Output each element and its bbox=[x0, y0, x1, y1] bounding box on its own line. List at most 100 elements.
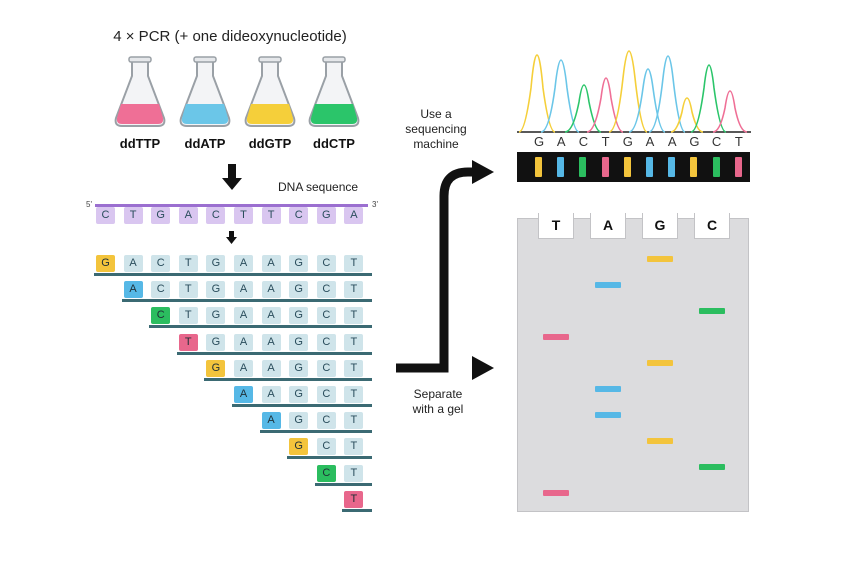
base-cell: G bbox=[206, 333, 226, 351]
process-arrows bbox=[396, 160, 494, 380]
base-cell: T bbox=[344, 490, 364, 508]
base-cell: A bbox=[234, 281, 253, 299]
base-cell: T bbox=[261, 207, 281, 224]
base-cell: C bbox=[316, 307, 336, 325]
gel-band bbox=[647, 438, 673, 444]
base-cell: A bbox=[123, 255, 143, 272]
flask-ddatp bbox=[173, 56, 237, 156]
flask-icon bbox=[179, 56, 231, 127]
flask-label-ddctp: ddCTP bbox=[313, 136, 355, 151]
chromatogram-letter: T bbox=[734, 134, 743, 149]
chromatogram-letter: T bbox=[601, 134, 610, 149]
base-cell: T bbox=[178, 333, 198, 351]
sequencing-text-line: Use a bbox=[420, 107, 452, 121]
base-cell: T bbox=[344, 438, 364, 456]
base-cell: A bbox=[234, 333, 253, 351]
base-cell: T bbox=[344, 412, 364, 430]
base-cell: G bbox=[289, 438, 309, 456]
base-cell: C bbox=[316, 281, 336, 299]
gel bbox=[517, 218, 749, 512]
base-cell: G bbox=[289, 412, 309, 430]
base-cell: G bbox=[206, 255, 226, 272]
base-cell: C bbox=[316, 412, 336, 430]
gel-band bbox=[595, 412, 621, 418]
gel-well-t: T bbox=[538, 213, 574, 239]
fragment-backbone bbox=[287, 456, 372, 460]
base-cell: C bbox=[316, 386, 336, 403]
chromatogram-letter: G bbox=[533, 134, 545, 149]
base-cell: G bbox=[96, 255, 115, 272]
base-cell: G bbox=[289, 333, 309, 351]
base-cell: G bbox=[289, 359, 309, 377]
gel-well-g: G bbox=[642, 213, 678, 239]
fragment-backbone bbox=[314, 482, 372, 486]
base-cell: C bbox=[316, 255, 336, 272]
flask-ddttp bbox=[108, 56, 172, 156]
base-cell: G bbox=[289, 386, 309, 403]
three-prime-label: 3' bbox=[372, 200, 378, 209]
sequencing-text-line: machine bbox=[413, 137, 459, 151]
base-cell: C bbox=[316, 359, 336, 377]
separate-gel-text: Separate with a gel bbox=[396, 387, 480, 417]
strip-mark bbox=[712, 157, 720, 177]
base-cell: A bbox=[261, 281, 281, 299]
base-cell: T bbox=[344, 307, 364, 325]
arrow-head-icon bbox=[472, 356, 494, 380]
base-cell: A bbox=[344, 207, 364, 224]
flask-label-ddgtp: ddGTP bbox=[248, 136, 292, 151]
base-cell: C bbox=[316, 333, 336, 351]
chromatogram-letter: A bbox=[667, 134, 677, 149]
fragment-backbone bbox=[149, 325, 372, 329]
strip-mark bbox=[690, 157, 698, 177]
base-cell: C bbox=[151, 307, 171, 325]
base-cell: T bbox=[178, 307, 198, 325]
base-cell: C bbox=[316, 438, 336, 456]
chromatogram-letter: C bbox=[711, 134, 722, 149]
sequencing-text-line: sequencing bbox=[405, 122, 467, 136]
base-cell: A bbox=[261, 255, 281, 272]
chromatogram bbox=[517, 50, 751, 133]
base-cell: T bbox=[344, 255, 364, 272]
fragment-backbone bbox=[176, 351, 372, 355]
strip-mark bbox=[646, 157, 653, 177]
base-cell: T bbox=[344, 386, 364, 403]
gel-band bbox=[699, 464, 725, 470]
base-cell: G bbox=[206, 359, 226, 377]
flask-ddgtp bbox=[238, 56, 302, 156]
base-cell: A bbox=[234, 359, 253, 377]
arrow-head-icon bbox=[472, 160, 494, 184]
chromatogram-letter: C bbox=[578, 134, 589, 149]
base-cell: T bbox=[344, 281, 364, 299]
base-cell: A bbox=[123, 281, 143, 299]
five-prime-label: 5' bbox=[86, 200, 92, 209]
fragment-backbone bbox=[204, 377, 372, 381]
base-cell: C bbox=[289, 207, 309, 224]
gel-well-a: A bbox=[590, 213, 626, 239]
strip-mark bbox=[623, 157, 631, 177]
fragment-backbone bbox=[259, 430, 372, 434]
chromatogram-letter: A bbox=[556, 134, 566, 149]
sequencing-machine-text: Use a sequencing machine bbox=[398, 107, 474, 152]
gel-text-line: with a gel bbox=[412, 402, 464, 416]
sequence-color-strip bbox=[517, 152, 750, 182]
base-cell: G bbox=[151, 207, 171, 224]
down-arrow-icon bbox=[222, 164, 242, 190]
chromatogram-letter: G bbox=[689, 134, 700, 149]
base-cell: A bbox=[261, 412, 281, 430]
strip-mark bbox=[535, 157, 542, 177]
base-cell: T bbox=[344, 333, 364, 351]
flask-label-ddatp: ddATP bbox=[184, 136, 226, 151]
base-cell: T bbox=[123, 207, 143, 224]
flask-icon bbox=[244, 56, 296, 127]
fragment-backbone bbox=[94, 273, 372, 276]
base-cell: C bbox=[316, 464, 336, 482]
base-cell: G bbox=[289, 307, 309, 325]
flask-ddctp bbox=[302, 56, 366, 156]
base-cell: G bbox=[289, 255, 309, 272]
fragment-backbone bbox=[342, 508, 372, 512]
base-cell: C bbox=[96, 207, 115, 224]
base-cell: T bbox=[344, 464, 364, 482]
base-cell: G bbox=[206, 281, 226, 299]
base-cell: A bbox=[234, 386, 253, 403]
